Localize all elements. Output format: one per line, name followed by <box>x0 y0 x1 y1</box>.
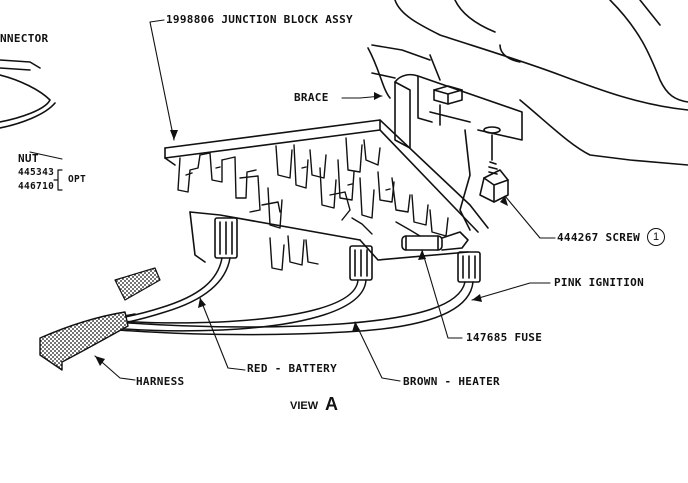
label-harness: HARNESS <box>136 375 185 388</box>
label-brown-heater: BROWN - HEATER <box>403 375 500 388</box>
view-word: VIEW <box>290 400 319 412</box>
label-brace: BRACE <box>294 91 329 104</box>
label-connector: NNECTOR <box>0 32 49 45</box>
label-pink-ignition: PINK IGNITION <box>554 276 644 289</box>
leader-lines <box>29 19 556 382</box>
label-nut: NUT <box>18 152 39 165</box>
label-red-battery: RED - BATTERY <box>247 362 337 375</box>
junction-block-plate <box>164 119 489 263</box>
label-opt: OPT <box>68 174 87 185</box>
screw-callout-circle: 1 <box>647 228 665 246</box>
harness-sleeve <box>39 311 129 371</box>
label-fuse: 147685 FUSE <box>466 331 543 344</box>
connector-blocks <box>214 217 481 283</box>
connector-drawing <box>0 59 56 129</box>
terminals <box>177 137 449 271</box>
label-screw: 444267 SCREW <box>557 231 641 244</box>
engine-housing <box>367 0 688 166</box>
brace-bracket <box>394 73 523 231</box>
arrowheads <box>95 92 508 366</box>
opt-bracket <box>53 169 63 191</box>
label-part-446710: 446710 <box>18 181 55 192</box>
label-junction-block: 1998806 JUNCTION BLOCK ASSY <box>166 13 353 26</box>
fuse-drawing <box>401 231 469 251</box>
label-part-445343: 445343 <box>18 167 55 178</box>
view-letter: A <box>325 394 338 414</box>
